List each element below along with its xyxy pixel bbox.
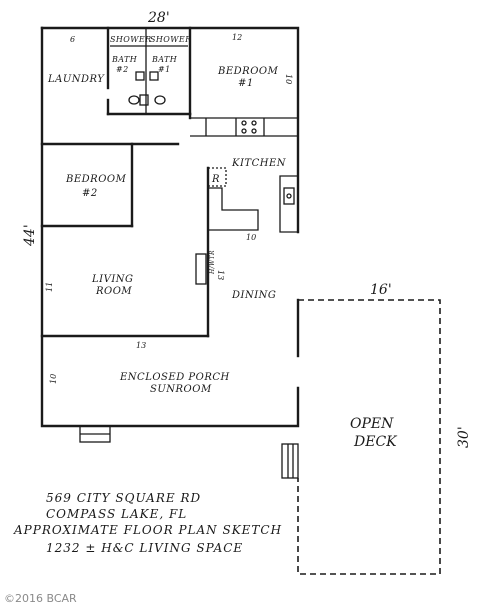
caption-living-space: 1232 ± H&C LIVING SPACE [46,541,243,555]
room-bath1-line2: #1 [158,65,171,74]
room-deck-line1: OPEN [350,416,394,432]
dim-laundry: 6 [70,35,75,44]
fridge-label: R [211,174,220,185]
room-shower-left: SHOWER [110,35,152,44]
caption-city: COMPASS LAKE, FL [46,507,187,521]
room-porch-line2: SUNROOM [150,384,212,395]
room-living-line2: ROOM [95,286,132,297]
room-bedroom2-line2: #2 [82,188,98,199]
room-dining: DINING [231,290,276,301]
room-porch-line1: ENCLOSED PORCH [119,372,230,383]
room-bedroom1-line1: BEDROOM [217,66,279,77]
caption-title: APPROXIMATE FLOOR PLAN SKETCH [13,523,282,537]
front-steps [79,425,111,443]
dim-overall-width: 28' [147,10,170,26]
room-bath2-line1: BATH [111,55,138,64]
caption-address: 569 CITY SQUARE RD [46,491,201,505]
side-steps [281,443,299,479]
dim-bedroom1-depth: 10 [284,74,293,84]
dim-living-width: 13 [136,341,146,350]
room-laundry: LAUNDRY [47,74,105,85]
dim-living-depth: 11 [45,282,54,292]
dim-dining: 13 [216,270,225,280]
room-bedroom1-line2: #1 [238,78,254,89]
room-bath1-line1: BATH [151,55,178,64]
room-bath2-line2: #2 [116,65,129,74]
dim-porch-depth: 10 [49,374,58,384]
heater-label: H/WTR [209,250,216,275]
interior-walls [40,26,299,338]
room-bedroom2-line1: BEDROOM [65,174,127,185]
room-living-line1: LIVING [91,274,134,285]
dim-bedroom1-width: 12 [232,33,242,42]
room-shower-right: SHOWER [150,35,192,44]
room-kitchen: KITCHEN [231,158,287,169]
dim-deck-depth: 30' [456,426,472,448]
dim-deck-width: 16' [370,282,392,298]
dim-overall-depth: 44' [22,224,38,247]
dim-kitchen: 10 [246,233,256,242]
room-deck-line2: DECK [353,434,398,450]
deck-outline [297,299,441,575]
copyright-watermark: ©2016 BCAR [4,592,77,605]
